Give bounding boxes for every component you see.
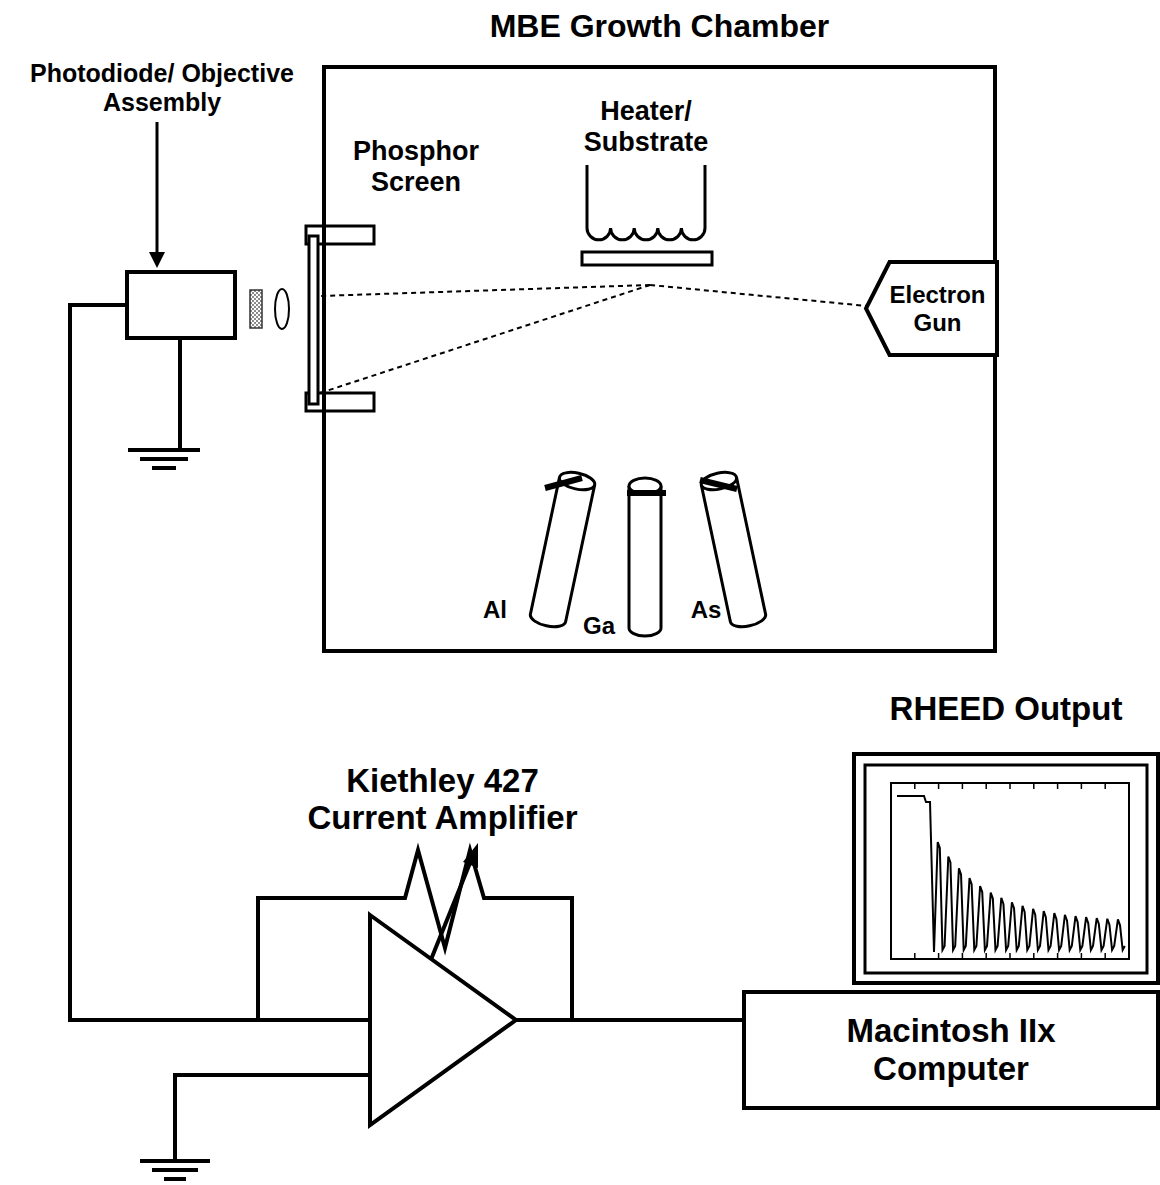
- gun-shape: [866, 262, 997, 355]
- pointer-arrow: [156, 122, 159, 256]
- plot-tick: [1081, 783, 1083, 789]
- plot-tick: [1033, 783, 1035, 789]
- screen-plate: [309, 236, 318, 404]
- part-label: Heater/ Substrate: [573, 96, 719, 158]
- plot-frame: [891, 783, 1129, 959]
- arrow-head: [149, 252, 165, 268]
- effusion-cell: [629, 478, 661, 636]
- effusion-cells: [529, 469, 768, 636]
- beam-line: [650, 285, 888, 308]
- plot-tick: [890, 953, 892, 959]
- assembly-title: Photodiode/ Objective Assembly: [7, 59, 317, 117]
- plot-tick: [962, 953, 964, 959]
- optical-filter: [250, 290, 262, 328]
- ground-bar: [152, 466, 176, 470]
- plot-tick: [1128, 783, 1130, 789]
- effusion-cell: [529, 469, 597, 629]
- monitor: RHEED Output: [852, 752, 1160, 985]
- shutter: [700, 480, 737, 489]
- variable-arrow: [430, 858, 472, 962]
- amplifier-title: Kiethley 427 Current Amplifier: [290, 762, 595, 836]
- gun-label: Electron Gun: [889, 281, 985, 337]
- amplifier-outline: [370, 915, 516, 1125]
- heater-substrate: [582, 165, 712, 265]
- ground-symbol: [140, 1075, 372, 1179]
- ground-bar: [128, 448, 200, 452]
- beam-line: [320, 285, 650, 296]
- plot-tick: [1033, 953, 1035, 959]
- ground-symbol: [128, 340, 200, 468]
- plot-tick: [1057, 953, 1059, 959]
- substrate: [582, 252, 712, 265]
- shutter: [627, 490, 666, 496]
- heater-coil: [587, 165, 705, 240]
- photodiode-box: Photodiode/ Objective Assembly: [125, 270, 237, 340]
- source-label: Al: [478, 596, 512, 624]
- plot-tick: [1081, 953, 1083, 959]
- ground-bar: [140, 1159, 210, 1163]
- plot-tick: [938, 953, 940, 959]
- arrow-head: [463, 843, 478, 868]
- ground-bar: [164, 1177, 186, 1181]
- monitor-frame: [865, 765, 1147, 973]
- monitor-title: RHEED Output: [852, 690, 1160, 728]
- plot-tick: [962, 783, 964, 789]
- part-label: Phosphor Screen: [345, 136, 487, 198]
- cell-mouth: [700, 469, 739, 492]
- plot-tick: [1009, 783, 1011, 789]
- source-label: As: [686, 596, 726, 624]
- signal-wire: [516, 1018, 742, 1022]
- electron-gun: Electron Gun: [866, 262, 997, 355]
- amplifier-shape: [370, 915, 516, 1125]
- plot-tick: [1009, 953, 1011, 959]
- plot-tick: [1057, 783, 1059, 789]
- plot-tick: [914, 953, 916, 959]
- ground-wire: [175, 1075, 372, 1160]
- ground-wire: [178, 340, 182, 448]
- rheed-trace: [897, 796, 1125, 952]
- phosphor-screen: [306, 226, 374, 411]
- beam-line: [320, 285, 650, 393]
- shutter: [545, 478, 582, 488]
- cell-body: [629, 486, 661, 636]
- plot-tick: [985, 953, 987, 959]
- plot-tick: [1104, 783, 1106, 789]
- chamber-title: MBE Growth Chamber: [322, 7, 997, 45]
- plot-tick: [985, 783, 987, 789]
- cell-body: [529, 477, 595, 629]
- ground-bar: [152, 1168, 198, 1172]
- computer-box: Macintosh IIx Computer: [742, 990, 1160, 1110]
- electron-beam: [320, 285, 888, 393]
- plot-tick: [914, 783, 916, 789]
- ground-bar: [140, 457, 188, 461]
- objective-lens: [275, 289, 289, 329]
- plot-tick: [938, 783, 940, 789]
- plot-tick: [1104, 953, 1106, 959]
- amplifier-triangle: Kiethley 427 Current Amplifier: [370, 915, 516, 1125]
- plot-tick: [1128, 953, 1130, 959]
- monitor-bezel: [865, 765, 1147, 973]
- source-label: Ga: [580, 612, 618, 640]
- computer-label: Macintosh IIx Computer: [801, 1012, 1101, 1088]
- plot-tick: [890, 783, 892, 789]
- plot-ticks: [891, 783, 1129, 959]
